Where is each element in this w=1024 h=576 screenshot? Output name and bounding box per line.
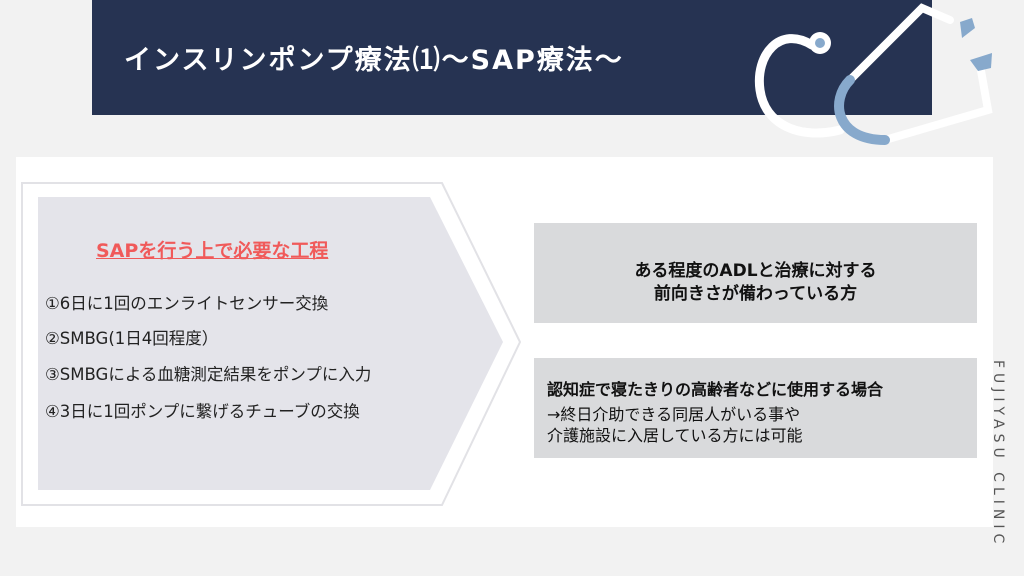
stethoscope-icon [754,3,993,145]
exception-line: →終日介助できる同居人がいる事や [547,405,801,424]
condition-line: 前向きさが備わっている方 [653,284,858,304]
step-item: ④3日に1回ポンプに繋げるチューブの交換 [45,402,360,421]
exception-heading: 認知症で寝たきりの高齢者などに使用する場合 [547,380,884,399]
step-item: ①6日に1回のエンライトセンサー交換 [45,294,329,313]
title-bar [92,0,932,115]
steps-heading: SAPを行う上で必要な工程 [96,240,329,262]
clinic-name: FUJIYASU CLINIC [990,360,1006,549]
page-title: インスリンポンプ療法⑴～SAP療法～ [124,45,624,76]
exception-line: 介護施設に入居している方には可能 [547,426,803,445]
exception-box: 認知症で寝たきりの高齢者などに使用する場合 →終日介助できる同居人がいる事や 介… [534,358,977,458]
condition-line: ある程度のADLと治療に対する [634,261,877,281]
condition-box: ある程度のADLと治療に対する 前向きさが備わっている方 [534,223,977,323]
step-item: ②SMBG(1日4回程度） [45,329,219,348]
step-item: ③SMBGによる血糖測定結果をポンプに入力 [45,365,372,384]
